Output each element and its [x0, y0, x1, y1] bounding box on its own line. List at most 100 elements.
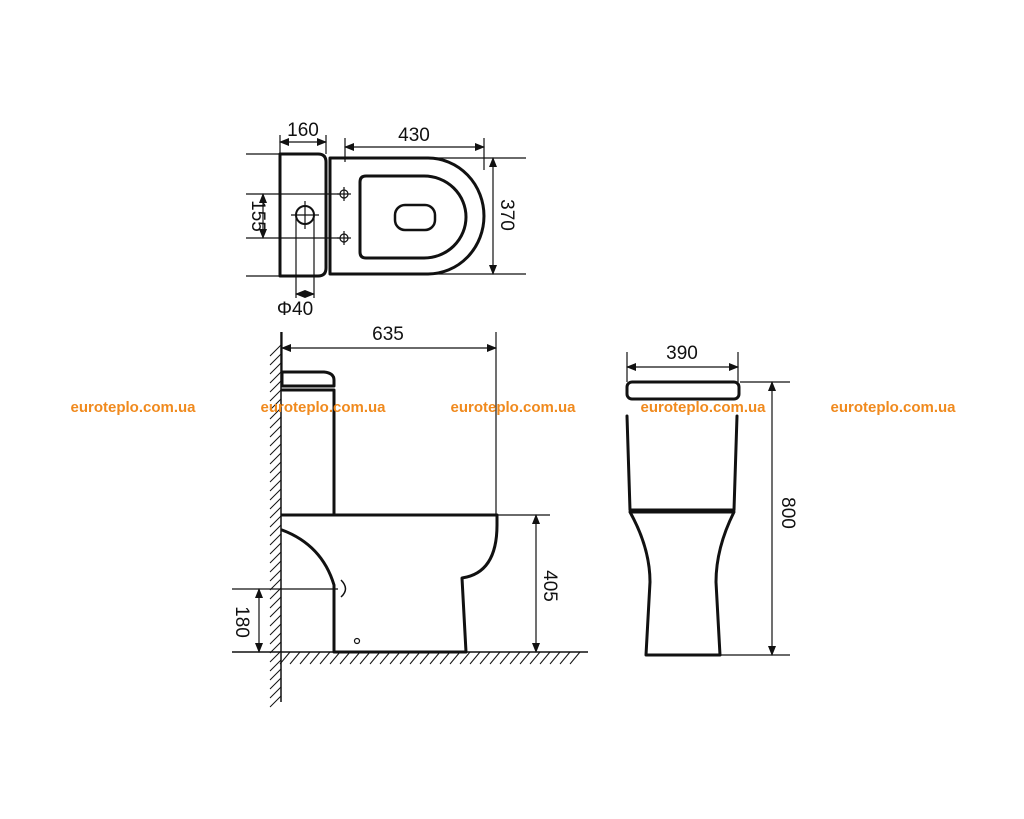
hatch-line — [269, 344, 282, 357]
hatch-line — [269, 551, 282, 564]
hatch-line — [499, 651, 511, 665]
hatch-line — [379, 651, 391, 665]
hatch-line — [269, 668, 282, 681]
hatch-line — [549, 651, 561, 665]
hatch-line — [269, 470, 282, 483]
hatch-line — [269, 461, 282, 474]
hatch-line — [269, 695, 282, 708]
top-view-bowl-rim — [358, 174, 468, 260]
wall-hatch — [269, 344, 282, 708]
hatch-line — [459, 651, 471, 665]
hatch-line — [449, 651, 461, 665]
hatch-line — [349, 651, 361, 665]
label-seat-height: 405 — [539, 570, 560, 602]
label-front-width: 390 — [666, 343, 698, 364]
hatch-line — [269, 641, 282, 654]
hatch-line — [269, 380, 282, 393]
hatch-line — [269, 632, 282, 645]
front-view: 390 800 — [625, 343, 798, 657]
hatch-line — [269, 686, 282, 699]
hatch-line — [269, 677, 282, 690]
side-view-bowl — [280, 513, 499, 654]
hatch-line — [269, 353, 282, 366]
hatch-line — [269, 425, 282, 438]
hatch-line — [539, 651, 551, 665]
hatch-line — [269, 515, 282, 528]
hatch-line — [269, 407, 282, 420]
hatch-line — [269, 362, 282, 375]
watermark-text: euroteplo.com.ua — [260, 399, 386, 416]
hatch-line — [529, 651, 541, 665]
label-top-width: 370 — [496, 199, 517, 231]
watermark-text: euroteplo.com.ua — [830, 399, 956, 416]
label-inlet-diameter: Φ40 — [277, 299, 313, 320]
label-tank-depth: 160 — [287, 120, 319, 141]
hatch-line — [309, 651, 321, 665]
hatch-line — [469, 651, 481, 665]
watermark-text: euroteplo.com.ua — [70, 399, 196, 416]
hatch-line — [269, 506, 282, 519]
side-view-tank-lid — [280, 370, 336, 388]
front-view-tank-lid — [625, 380, 741, 401]
watermark-row: euroteplo.com.ua euroteplo.com.ua eurote… — [70, 399, 956, 416]
hatch-line — [269, 524, 282, 537]
top-view: 160 430 370 155 Φ40 — [246, 120, 526, 320]
side-view-bolt-hole — [353, 637, 361, 645]
hatch-line — [569, 651, 581, 665]
hatch-line — [269, 434, 282, 447]
floor-hatch — [279, 651, 581, 665]
label-bowl-length: 430 — [398, 125, 430, 146]
hatch-line — [399, 651, 411, 665]
hatch-line — [269, 605, 282, 618]
hatch-line — [409, 651, 421, 665]
hatch-line — [269, 416, 282, 429]
hatch-line — [269, 389, 282, 402]
hatch-line — [359, 651, 371, 665]
hatch-line — [269, 488, 282, 501]
hatch-line — [329, 651, 341, 665]
watermark-text: euroteplo.com.ua — [640, 399, 766, 416]
front-view-tank — [625, 414, 739, 512]
hatch-line — [269, 398, 282, 411]
hatch-line — [519, 651, 531, 665]
hatch-line — [269, 497, 282, 510]
watermark-text: euroteplo.com.ua — [450, 399, 576, 416]
hatch-line — [489, 651, 501, 665]
hatch-line — [269, 542, 282, 555]
side-view-outlet-arc — [340, 579, 347, 598]
hatch-line — [269, 578, 282, 591]
label-bolt-spacing: 155 — [247, 200, 268, 232]
hatch-line — [269, 371, 282, 384]
front-view-pedestal — [628, 510, 736, 657]
top-view-tank-outline — [278, 152, 328, 278]
hatch-line — [439, 651, 451, 665]
hatch-line — [319, 651, 331, 665]
top-view-drain-hole — [393, 203, 437, 232]
hatch-line — [289, 651, 301, 665]
hatch-line — [559, 651, 571, 665]
hatch-line — [419, 651, 431, 665]
label-total-height: 800 — [777, 497, 798, 529]
label-outlet-height: 180 — [231, 606, 252, 638]
top-view-bowl-outline — [328, 156, 486, 276]
hatch-line — [369, 651, 381, 665]
hatch-line — [269, 596, 282, 609]
label-total-length: 635 — [372, 324, 404, 345]
hatch-line — [279, 651, 291, 665]
hatch-line — [509, 651, 521, 665]
hatch-line — [269, 443, 282, 456]
hatch-line — [269, 659, 282, 672]
side-view: 635 405 180 — [231, 324, 588, 708]
hatch-line — [479, 651, 491, 665]
hatch-line — [269, 533, 282, 546]
hatch-line — [269, 587, 282, 600]
hatch-line — [269, 560, 282, 573]
hatch-line — [269, 650, 282, 663]
hatch-line — [269, 614, 282, 627]
hatch-line — [389, 651, 401, 665]
hatch-line — [269, 479, 282, 492]
hatch-line — [269, 623, 282, 636]
hatch-line — [299, 651, 311, 665]
hatch-line — [269, 569, 282, 582]
